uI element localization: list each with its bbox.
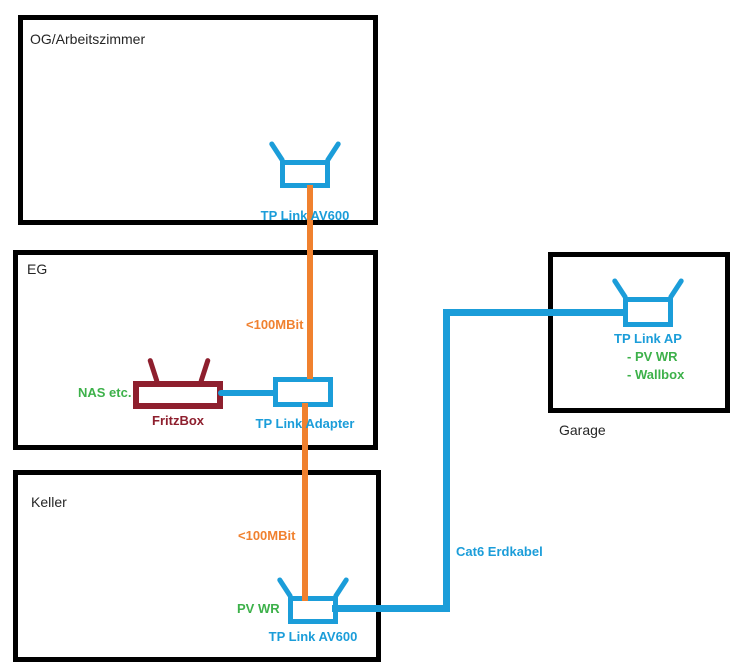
- device-label-adapter: TP Link Adapter: [255, 416, 355, 431]
- access-point-garage-icon: [611, 277, 685, 327]
- device-body: [288, 596, 338, 624]
- link-label-cat6: Cat6 Erdkabel: [456, 544, 543, 559]
- cat6-link-garage-horizontal: [443, 309, 628, 316]
- room-box-og: [18, 15, 378, 225]
- cat6-link-vertical: [443, 309, 450, 612]
- powerline-adapter-keller-icon: [276, 576, 350, 624]
- link-label-eg-keller: <100MBit: [238, 528, 296, 543]
- room-label-keller: Keller: [31, 494, 67, 510]
- cat6-link-keller-horizontal: [332, 605, 449, 612]
- link-label-og-eg: <100MBit: [246, 317, 304, 332]
- device-body: [133, 381, 223, 409]
- device-body: [280, 160, 330, 188]
- device-label-og-powerline: TP Link AV600: [260, 208, 350, 223]
- room-label-eg: EG: [27, 261, 48, 277]
- powerline-link-og-eg: [307, 185, 313, 379]
- device-body: [623, 297, 673, 327]
- room-box-garage: [548, 252, 730, 413]
- device-note-garage-wallbox: - Wallbox: [627, 367, 685, 382]
- device-label-garage-ap: TP Link AP: [614, 331, 682, 346]
- room-box-eg: [13, 250, 378, 450]
- lan-link-fritzbox-adapter: [218, 390, 278, 396]
- device-note-pv-wr: PV WR: [237, 601, 280, 616]
- powerline-adapter-og-icon: [268, 140, 342, 188]
- room-label-og: OG/Arbeitszimmer: [30, 31, 146, 47]
- fritzbox-router-icon: [133, 357, 223, 409]
- device-note-nas: NAS etc.: [78, 385, 132, 400]
- device-label-fritzbox: FritzBox: [152, 413, 204, 428]
- device-note-garage-pv-wr: - PV WR: [627, 349, 678, 364]
- room-box-keller: [13, 470, 381, 662]
- room-label-garage: Garage: [559, 422, 606, 438]
- device-label-keller-powerline: TP Link AV600: [268, 629, 358, 644]
- powerline-link-eg-keller: [302, 403, 308, 601]
